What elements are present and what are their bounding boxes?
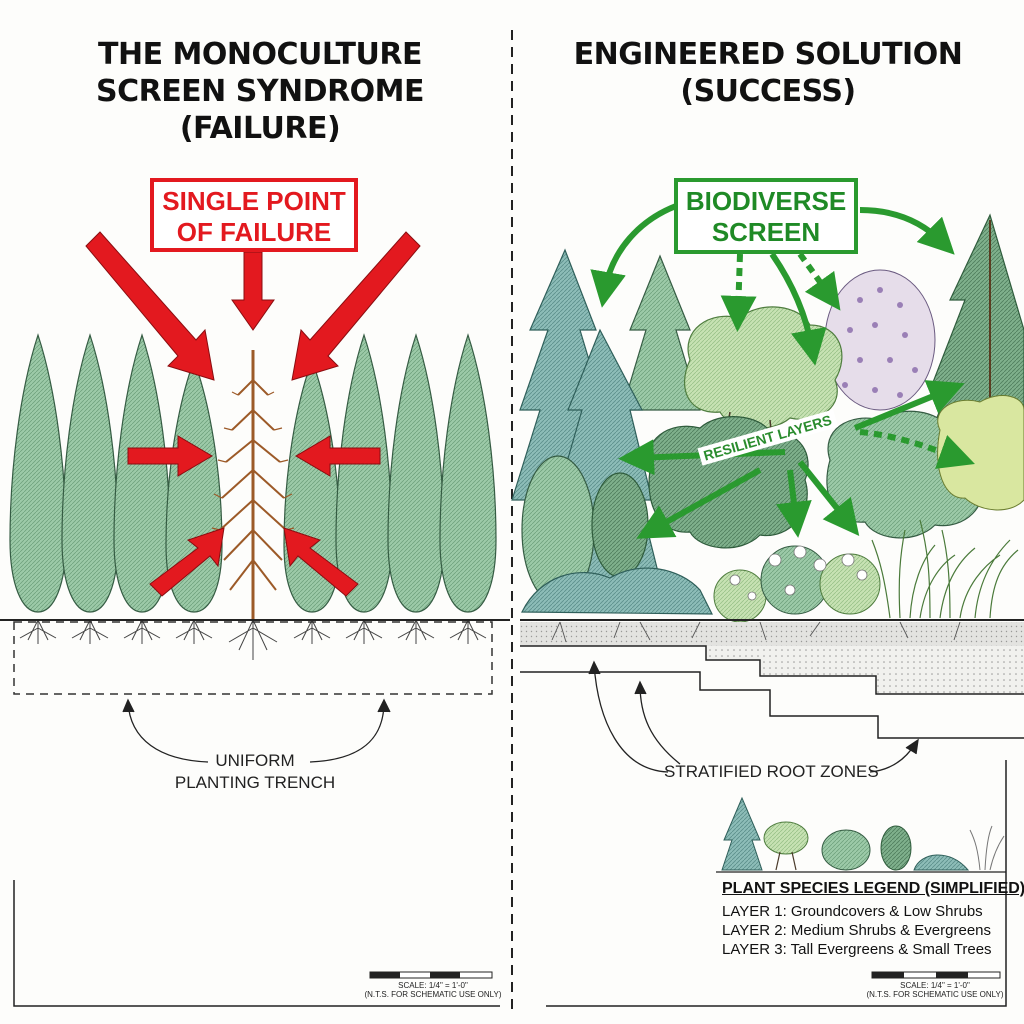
conifer-icon	[61, 333, 119, 613]
arrow-icon	[291, 231, 421, 381]
arrow-icon	[769, 252, 827, 366]
arrow-icon	[636, 467, 762, 539]
arrow-icon	[797, 252, 841, 311]
left-title-line-3: (FAILURE)	[179, 111, 341, 146]
scale-bar-left	[369, 971, 493, 979]
shrub-icon	[647, 416, 809, 549]
arrow-icon	[797, 460, 860, 537]
conifer-icon	[621, 254, 701, 411]
conifer-icon	[721, 796, 763, 871]
scale-text-left: SCALE: 1/4" = 1'-0"	[398, 981, 468, 990]
scale-note-left: (N.T.S. FOR SCHEMATIC USE ONLY)	[364, 990, 502, 999]
arrow-icon	[283, 527, 359, 597]
arrow-icon	[85, 231, 215, 381]
arrow-icon	[859, 429, 975, 469]
conifer-icon	[335, 333, 393, 613]
success-arrows	[590, 203, 975, 539]
scale-bar-right	[871, 971, 1001, 979]
arrow-icon	[590, 203, 678, 308]
shrub-icon	[521, 567, 713, 615]
right-title-line-1: ENGINEERED SOLUTION	[573, 37, 963, 72]
biodiverse-planting	[511, 203, 1024, 1007]
root-zones-label: STRATIFIED ROOT ZONES	[664, 762, 879, 781]
left-title-line-1: THE MONOCULTURE	[98, 37, 422, 72]
shrub-icon	[821, 829, 871, 871]
callout-red-line-2: OF FAILURE	[176, 217, 332, 247]
failure-arrows	[85, 231, 421, 597]
single-point-callout: SINGLE POINT OF FAILURE	[150, 178, 358, 252]
left-title-line-2: SCREEN SYNDROME	[95, 74, 425, 109]
trench-label-line-1: UNIFORM	[215, 751, 295, 770]
callout-red-line-1: SINGLE POINT	[162, 186, 346, 216]
biodiverse-callout: BIODIVERSE SCREEN	[674, 178, 858, 254]
trench-label: UNIFORM PLANTING TRENCH	[160, 750, 350, 794]
callout-green-line-2: SCREEN	[711, 217, 821, 247]
conifer-icon	[9, 333, 67, 613]
grass-icon	[871, 519, 1019, 619]
shrub-icon	[521, 455, 649, 605]
monoculture-trees	[0, 231, 510, 1007]
arrow-icon	[720, 253, 757, 332]
right-title: ENGINEERED SOLUTION (SUCCESS)	[548, 36, 988, 110]
scale-caption-right: SCALE: 1/4" = 1'-0" (N.T.S. FOR SCHEMATI…	[862, 981, 1008, 999]
legend-item-layer-1: LAYER 1: Groundcovers & Low Shrubs	[722, 903, 983, 920]
root-zone-pointers	[588, 660, 919, 773]
shrub-icon	[913, 854, 970, 871]
arrow-icon	[149, 527, 225, 597]
conifer-icon	[439, 333, 497, 613]
legend-icons	[721, 796, 1005, 871]
shrub-icon	[763, 821, 809, 871]
left-title: THE MONOCULTURE SCREEN SYNDROME (FAILURE…	[40, 36, 480, 147]
scale-note-right: (N.T.S. FOR SCHEMATIC USE ONLY)	[866, 990, 1004, 999]
root-zones	[520, 645, 1024, 739]
scale-text-right: SCALE: 1/4" = 1'-0"	[900, 981, 970, 990]
trench-pointers	[122, 698, 391, 763]
grass-icon	[969, 825, 1005, 871]
shrub-icon	[824, 269, 936, 411]
dead-tree-icon	[211, 350, 295, 620]
conifer-icon	[387, 333, 445, 613]
roots	[19, 619, 487, 660]
arrow-icon	[295, 435, 381, 477]
arrow-icon	[127, 435, 213, 477]
shrub-icon	[937, 395, 1024, 511]
arrow-icon	[775, 469, 812, 538]
conifer-icon	[113, 333, 171, 613]
trench-label-line-2: PLANTING TRENCH	[174, 773, 336, 792]
shrub-icon	[713, 545, 881, 623]
legend-title: PLANT SPECIES LEGEND (SIMPLIFIED)	[722, 880, 1024, 897]
right-title-line-2: (SUCCESS)	[680, 74, 856, 109]
legend-item-layer-3: LAYER 3: Tall Evergreens & Small Trees	[722, 941, 992, 958]
plant-legend: PLANT SPECIES LEGEND (SIMPLIFIED) LAYER …	[722, 880, 1024, 959]
arrow-icon	[853, 380, 965, 431]
arrow-icon	[859, 207, 955, 255]
scale-caption-left: SCALE: 1/4" = 1'-0" (N.T.S. FOR SCHEMATI…	[360, 981, 506, 999]
legend-item-layer-2: LAYER 2: Medium Shrubs & Evergreens	[722, 922, 992, 939]
shrub-icon	[880, 825, 912, 871]
callout-green-line-1: BIODIVERSE	[685, 186, 847, 216]
arrow-icon	[231, 251, 275, 331]
planting-trench	[13, 621, 493, 695]
